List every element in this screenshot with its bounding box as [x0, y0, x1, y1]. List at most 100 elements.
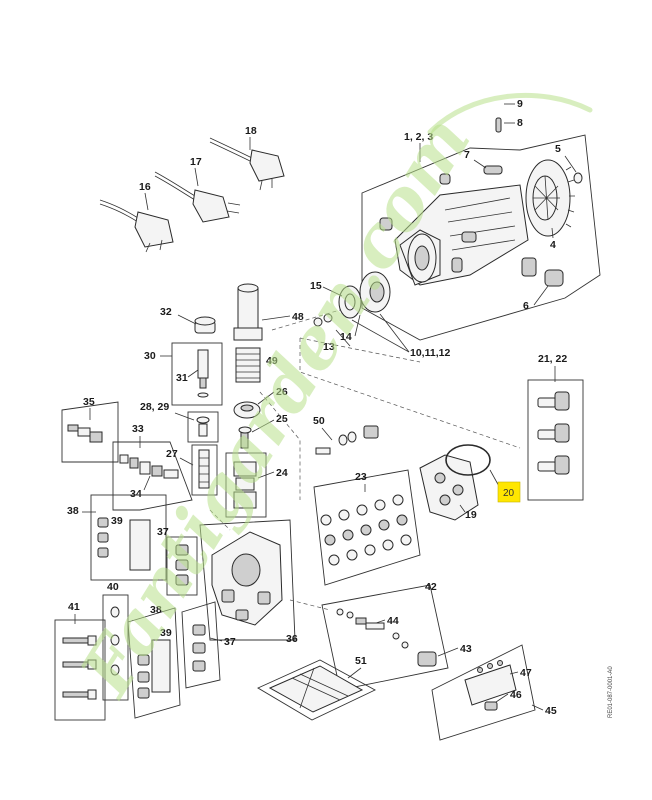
pump-head-36 [211, 531, 283, 626]
switch-47 [464, 660, 517, 706]
label-25: 25 [276, 413, 288, 425]
valve-24 [233, 461, 257, 509]
caps-38b [137, 654, 150, 699]
box-21-22 [527, 379, 584, 501]
label-50: 50 [313, 415, 325, 427]
label-10-11-12: 10,11,12 [410, 347, 450, 359]
label-16: 16 [139, 181, 151, 193]
box-38 [90, 494, 167, 581]
label-37a: 37 [157, 526, 169, 538]
label-38b: 38 [150, 604, 162, 616]
label-8: 8 [517, 117, 523, 129]
caps-38 [97, 517, 109, 558]
label-30: 30 [144, 350, 156, 362]
box-35 [61, 401, 119, 463]
label-38a: 38 [67, 505, 79, 517]
box-23 [313, 469, 421, 586]
washers-40 [110, 606, 120, 676]
label-47: 47 [520, 667, 532, 679]
orings-23 [320, 494, 412, 566]
label-39b: 39 [160, 627, 172, 639]
parts-50 [315, 425, 379, 455]
label-46: 46 [510, 689, 522, 701]
label-18: 18 [245, 125, 257, 137]
parts-35 [67, 424, 103, 443]
label-27: 27 [166, 448, 178, 460]
label-20: 20 [503, 488, 515, 499]
box-42 [321, 584, 449, 691]
motor-fan-4 [525, 159, 575, 237]
label-24: 24 [276, 467, 288, 479]
label-17: 17 [190, 156, 202, 168]
power-cord-plug-16 [99, 199, 174, 253]
box-37a [166, 536, 198, 596]
box-45 [431, 644, 536, 741]
power-cord-plug-17 [154, 171, 241, 223]
label-36: 36 [286, 633, 298, 645]
label-45: 45 [545, 705, 557, 717]
caps-37b [192, 624, 206, 672]
plate-39b [151, 639, 171, 693]
plate-39 [129, 519, 151, 571]
label-13: 13 [323, 341, 335, 353]
label-23: 23 [355, 471, 367, 483]
label-14: 14 [340, 331, 352, 343]
label-49: 49 [266, 355, 278, 367]
spring-49 [235, 347, 261, 383]
part-27 [198, 449, 210, 489]
power-cord-plug-18 [209, 137, 285, 191]
oring-20 [445, 444, 491, 476]
box-38b [127, 607, 181, 719]
label-21-22: 21, 22 [538, 353, 567, 365]
box-27 [191, 444, 218, 496]
fittings-21-22 [537, 391, 570, 475]
plunger-small [313, 313, 333, 327]
highlight-20: 20 [497, 481, 521, 503]
caps-37a [175, 544, 189, 586]
label-43: 43 [460, 643, 472, 655]
label-34: 34 [130, 488, 142, 500]
seal-15 [338, 285, 362, 319]
label-9: 9 [517, 98, 523, 110]
label-15: 15 [310, 280, 322, 292]
piston-48 [233, 283, 263, 341]
label-40: 40 [107, 581, 119, 593]
valve-31 [197, 349, 209, 398]
part-28-29 [196, 416, 210, 437]
label-44: 44 [387, 615, 399, 627]
box-24 [225, 452, 267, 518]
box-41 [54, 619, 106, 721]
motor-box [361, 134, 601, 341]
part-6-caps [544, 269, 564, 287]
part-5-ring [573, 172, 583, 184]
motor-housing [379, 173, 537, 286]
box-40 [102, 594, 129, 701]
label-51: 51 [355, 655, 367, 667]
label-32: 32 [160, 306, 172, 318]
parts-34 [119, 454, 179, 479]
label-33: 33 [132, 423, 144, 435]
box-30 [171, 342, 223, 406]
part-7-brush [483, 165, 503, 175]
part-43 [417, 651, 437, 667]
cylinder-head-19 [419, 454, 479, 521]
label-31: 31 [176, 372, 188, 384]
screw-25 [238, 426, 252, 449]
drawing-code: RE01-087-0001-A0 [608, 666, 614, 718]
label-39a: 39 [111, 515, 123, 527]
parts-44 [336, 608, 409, 649]
bolts-41 [62, 635, 97, 700]
label-48: 48 [292, 311, 304, 323]
label-6: 6 [523, 300, 529, 312]
box-28-29 [187, 411, 219, 443]
label-42: 42 [425, 581, 437, 593]
part-26-ring [233, 401, 261, 419]
part-46 [484, 701, 498, 711]
filter-51 [268, 665, 364, 713]
watermark-text: Fantigarden.com [63, 102, 487, 711]
seal-10-11-12 [359, 271, 391, 313]
label-1-2-3: 1, 2, 3 [404, 131, 433, 143]
watermark-swoosh [427, 93, 593, 135]
label-35: 35 [83, 396, 95, 408]
